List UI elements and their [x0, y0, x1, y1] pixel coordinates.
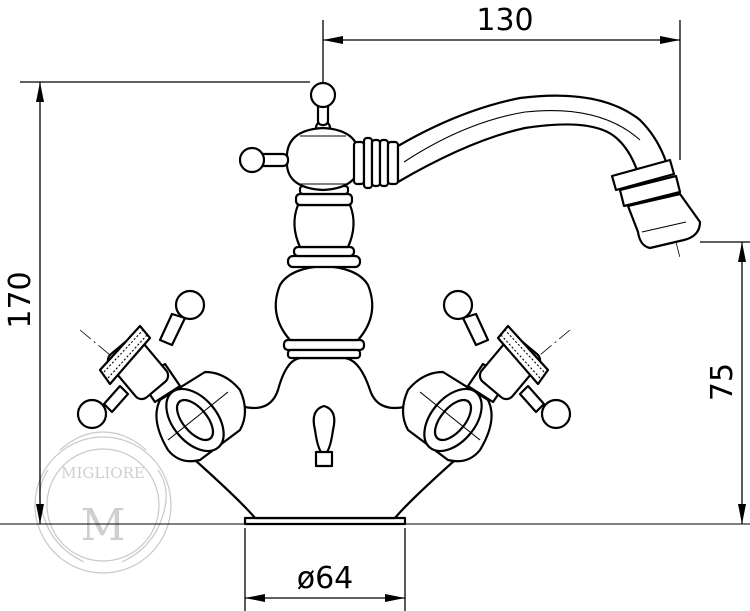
dimension-75-label: 75 — [705, 363, 740, 401]
watermark-text: MIGLIORE — [61, 464, 145, 482]
watermark-monogram: M — [80, 500, 125, 551]
dimension-width-130: 130 — [322, 3, 681, 160]
lift-rod — [238, 81, 361, 192]
dimension-130-label: 130 — [476, 3, 533, 38]
watermark-emblem: MIGLIORE M — [34, 431, 172, 574]
dimension-diameter-64: ø64 — [244, 528, 406, 611]
spout — [352, 94, 702, 250]
right-cross-handle — [401, 289, 572, 463]
mixer-body — [184, 184, 466, 526]
dimension-170-label: 170 — [3, 271, 38, 328]
dimension-64-label: ø64 — [297, 561, 354, 596]
dimension-height-75: 75 — [700, 241, 750, 524]
dimension-height-170: 170 — [3, 81, 310, 524]
left-cross-handle — [76, 289, 247, 463]
